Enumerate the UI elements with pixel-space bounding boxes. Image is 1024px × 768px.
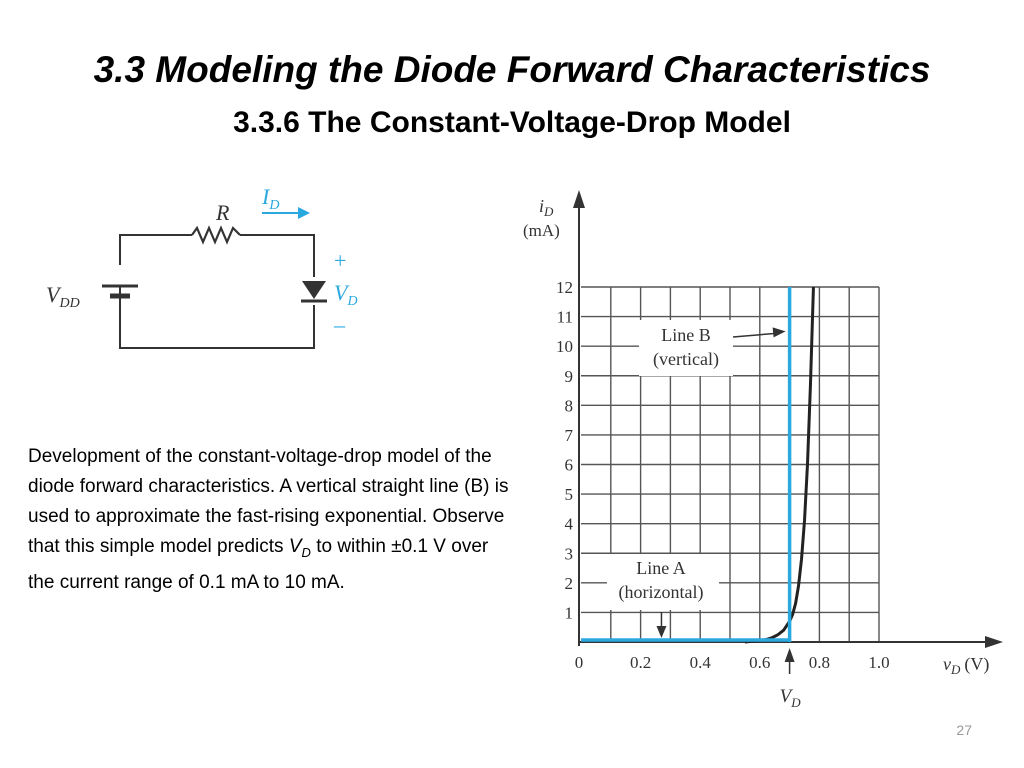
- vd-marker-label: VD: [780, 686, 802, 710]
- chart-axes: [573, 190, 1003, 648]
- wire-right-top: [240, 234, 315, 277]
- x-axis-label: vD(V): [943, 654, 989, 677]
- page-number: 27: [956, 722, 972, 738]
- line-a-label-bg: [607, 554, 719, 610]
- diode-icon: [301, 281, 327, 303]
- x-axis-arrow-icon: [985, 636, 1003, 648]
- y-tick-label: 8: [565, 396, 574, 415]
- line-b-sublabel: (vertical): [653, 349, 719, 370]
- current-arrow-icon: [262, 207, 310, 219]
- minus-sign: –: [333, 312, 346, 337]
- x-tick-label: 0.2: [630, 653, 651, 672]
- circuit-diagram: R ID VDD + VD –: [46, 184, 358, 349]
- y-tick-label: 9: [565, 367, 574, 386]
- y-tick-label: 2: [565, 574, 574, 593]
- line-a-arrow-icon: [656, 626, 667, 638]
- x-tick-label: 0.6: [749, 653, 770, 672]
- resistor-label: R: [215, 200, 230, 225]
- y-axis-label: iD: [539, 196, 554, 219]
- line-b-label: Line B: [661, 325, 711, 345]
- current-label: ID: [261, 184, 279, 213]
- chart-series: [581, 286, 815, 644]
- x-tick-label: 0.4: [690, 653, 712, 672]
- vd-marker-arrow-icon: [784, 648, 795, 662]
- y-tick-label: 5: [565, 485, 574, 504]
- y-tick-label: 4: [565, 515, 574, 534]
- voltage-label: VD: [334, 280, 358, 309]
- line-b-label-bg: [639, 320, 733, 376]
- y-tick-label: 12: [556, 278, 573, 297]
- battery-icon: [102, 284, 138, 299]
- chart-annotations: Line B (vertical) Line A (horizontal) VD: [607, 320, 801, 710]
- plus-sign: +: [334, 248, 346, 273]
- x-tick-label: 1.0: [868, 653, 889, 672]
- figure-caption: Development of the constant-voltage-drop…: [28, 446, 509, 593]
- x-tick-label: 0.8: [809, 653, 830, 672]
- resistor-icon: [191, 225, 241, 245]
- y-tick-label: 6: [565, 456, 574, 475]
- line-a-label: Line A: [636, 558, 686, 578]
- wire-bottom: [119, 285, 315, 349]
- y-tick-label: 7: [565, 426, 574, 445]
- y-tick-label: 10: [556, 337, 573, 356]
- slide-subtitle: 3.3.6 The Constant-Voltage-Drop Model: [233, 106, 791, 139]
- y-axis-arrow-icon: [573, 190, 585, 208]
- wire-left-top: [119, 234, 192, 265]
- source-label: VDD: [46, 282, 80, 311]
- line-a-sublabel: (horizontal): [619, 582, 704, 603]
- y-tick-label: 11: [557, 308, 573, 327]
- y-axis-unit: (mA): [523, 221, 560, 240]
- y-tick-label: 3: [565, 544, 574, 563]
- line-b-arrow-icon: [772, 327, 786, 338]
- y-tick-label: 1: [565, 603, 574, 622]
- slide-title: 3.3 Modeling the Diode Forward Character…: [93, 49, 931, 90]
- line-b-pointer: [732, 332, 776, 338]
- x-tick-label: 0: [575, 653, 584, 672]
